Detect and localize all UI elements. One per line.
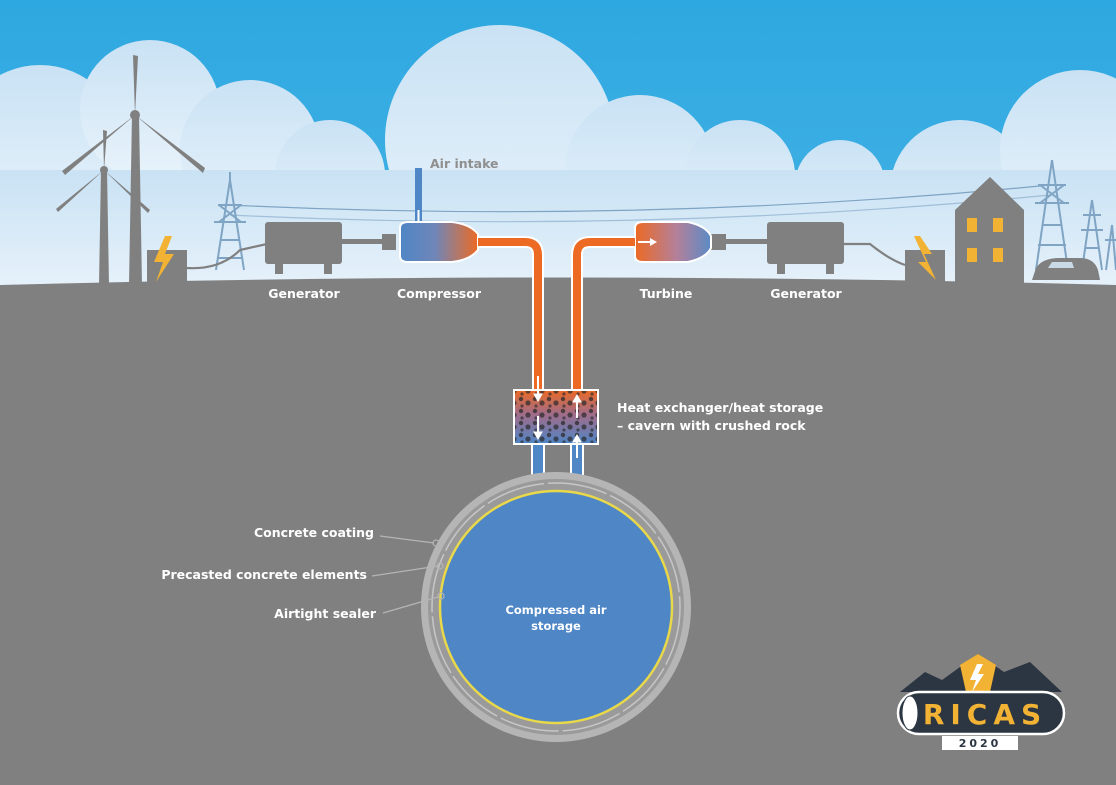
label-storage-line2: storage	[531, 619, 581, 633]
label-heat-exchanger-line2: – cavern with crushed rock	[617, 418, 806, 433]
lightning-left-icon	[147, 236, 187, 284]
label-generator-left: Generator	[268, 286, 340, 301]
turbine-icon	[634, 221, 712, 263]
label-compressor: Compressor	[397, 286, 482, 301]
generator-left-icon	[265, 222, 396, 274]
leader-lines	[371, 535, 445, 614]
label-heat-exchanger-line1: Heat exchanger/heat storage	[617, 400, 823, 415]
label-precasted-elements: Precasted concrete elements	[161, 567, 367, 582]
compressed-air-storage	[421, 472, 691, 742]
label-air-intake: Air intake	[430, 156, 499, 171]
logo-name: RICAS	[923, 698, 1047, 731]
house-icon	[955, 177, 1024, 285]
label-airtight-sealer: Airtight sealer	[274, 606, 377, 621]
wind-turbine-icon	[56, 55, 205, 285]
car-icon	[1032, 258, 1100, 280]
label-storage-line1: Compressed air	[505, 603, 606, 617]
label-concrete-coating: Concrete coating	[254, 525, 374, 540]
power-lines	[229, 184, 1051, 223]
label-turbine: Turbine	[640, 286, 693, 301]
generator-right-icon	[711, 222, 844, 274]
hot-pipes	[478, 236, 635, 392]
pylon-right-icon	[1035, 159, 1116, 271]
heat-exchanger-icon	[513, 389, 599, 445]
logo-year: 2020	[959, 737, 1002, 750]
compressor-icon	[399, 221, 479, 263]
ricas-logo: RICAS 2020	[896, 654, 1066, 750]
air-intake-pipe	[414, 168, 423, 230]
label-generator-right: Generator	[770, 286, 842, 301]
lightning-right-icon	[905, 236, 945, 284]
cables	[186, 242, 906, 270]
